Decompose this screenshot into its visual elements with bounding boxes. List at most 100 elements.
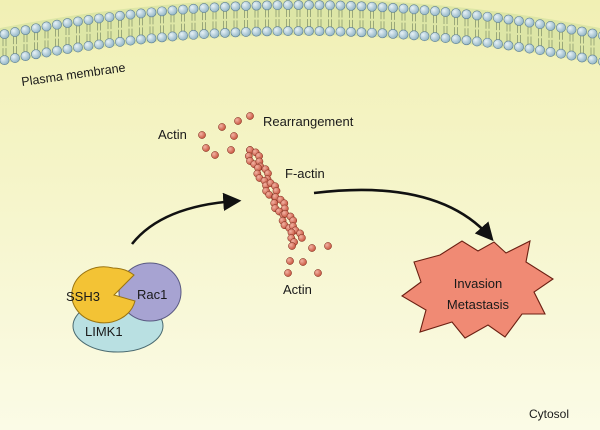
lipid-head-outer — [272, 0, 283, 11]
lipid-head-outer — [304, 0, 314, 10]
lipid-head-inner — [356, 27, 367, 38]
lipid-head-inner — [535, 45, 545, 56]
lipid-tail-pair — [548, 29, 553, 48]
lipid-head-inner — [199, 29, 209, 39]
lipid-head-inner — [451, 34, 461, 45]
lipid-head-outer — [157, 6, 167, 17]
lipid-head-inner — [493, 39, 503, 49]
lipid-tail-pair — [443, 16, 448, 35]
lipid-head-inner — [157, 32, 167, 43]
lipid-head-outer — [577, 26, 587, 37]
lipid-head-outer — [514, 16, 524, 26]
lipid-head-outer — [325, 0, 335, 11]
lipid-head-inner — [440, 33, 451, 43]
lipid-head-inner — [10, 53, 20, 63]
metastasis-label: Metastasis — [447, 297, 510, 312]
lipid-head-inner — [104, 38, 115, 48]
lipid-head-inner — [388, 28, 398, 39]
actin-monomer — [308, 244, 316, 252]
lipid-head-outer — [419, 5, 430, 16]
actin-label-bottom: Actin — [283, 282, 312, 297]
lipid-head-outer — [220, 1, 230, 12]
lipid-tail-pair — [475, 19, 479, 38]
lipid-head-inner — [409, 30, 419, 41]
lipid-head-outer — [41, 21, 52, 32]
lipid-head-inner — [472, 36, 482, 47]
lipid-tail-pair — [170, 14, 175, 33]
lipid-head-outer — [335, 0, 346, 11]
lipid-head-outer — [136, 8, 146, 19]
lipid-head-outer — [115, 10, 125, 21]
lipid-head-inner — [73, 42, 83, 53]
lipid-head-inner — [52, 45, 62, 56]
lipid-tail-pair — [317, 9, 322, 28]
lipid-tail-pair — [538, 28, 542, 47]
actin-monomer — [234, 117, 242, 125]
f-actin-filament — [244, 146, 306, 246]
lipid-tail-pair — [23, 34, 28, 53]
lipid-head-inner — [115, 36, 125, 47]
lipid-head-outer — [314, 0, 325, 11]
lipid-head-outer — [556, 22, 566, 33]
lipid-tail-pair — [286, 9, 290, 28]
actin-label-left: Actin — [158, 127, 187, 142]
lipid-head-outer — [451, 8, 461, 19]
lipid-head-outer — [377, 2, 388, 13]
lipid-head-outer — [10, 27, 20, 37]
lipid-tail-pair — [107, 21, 112, 40]
f-actin-subunit — [298, 234, 306, 242]
lipid-head-inner — [209, 28, 220, 39]
lipid-tail-pair — [380, 11, 385, 30]
lipid-head-outer — [388, 2, 398, 13]
lipid-head-inner — [251, 26, 262, 37]
lipid-head-inner — [524, 43, 535, 54]
lipid-tail-pair — [44, 30, 49, 49]
actin-monomer — [314, 269, 322, 277]
lipid-head-inner — [346, 26, 356, 37]
lipid-tail-pair — [254, 9, 259, 28]
lipid-head-outer — [52, 19, 62, 30]
lipid-head-inner — [482, 37, 493, 48]
lipid-head-outer — [167, 5, 178, 16]
lipid-head-inner — [167, 31, 178, 42]
lipid-tail-pair — [569, 33, 574, 52]
lipid-head-inner — [419, 31, 430, 42]
lipid-tail-pair — [2, 38, 7, 57]
rearrangement-label: Rearrangement — [263, 114, 354, 129]
lipid-tail-pair — [349, 9, 353, 28]
lipid-head-outer — [262, 0, 272, 11]
lipid-head-outer — [535, 19, 545, 30]
lipid-tail-pair — [307, 9, 311, 28]
lipid-tail-pair — [181, 13, 185, 32]
lipid-tail-pair — [139, 17, 143, 36]
cytosol-label: Cytosol — [529, 407, 569, 421]
actin-monomer — [288, 242, 296, 250]
outcome-arrow — [313, 188, 494, 242]
lipid-tail-pair — [65, 27, 70, 46]
lipid-head-inner — [272, 26, 283, 37]
lipid-tail-pair — [370, 10, 374, 29]
lipid-head-outer — [178, 4, 188, 15]
lipid-head-outer — [31, 23, 41, 34]
lipid-tail-pair — [506, 23, 511, 42]
actin-monomer — [246, 112, 254, 120]
lipid-tails — [2, 9, 595, 57]
lipid-head-outer — [73, 16, 83, 27]
lipid-head-outer — [524, 17, 535, 28]
actin-monomer — [211, 151, 219, 159]
lipid-head-inner — [41, 47, 52, 58]
lipid-tail-pair — [233, 10, 238, 29]
lipid-head-outer — [241, 1, 251, 11]
lipid-heads — [0, 0, 600, 66]
actin-monomer — [198, 131, 206, 139]
lipid-tail-pair — [517, 24, 521, 43]
lipid-head-outer — [566, 24, 577, 35]
lipid-head-outer — [398, 3, 409, 14]
lipid-head-inner — [430, 32, 440, 42]
lipid-tail-pair — [191, 12, 196, 31]
lipid-head-inner — [31, 49, 41, 60]
lipid-head-outer — [461, 9, 472, 20]
lipid-head-outer — [346, 0, 356, 11]
lipid-head-inner — [503, 40, 514, 51]
lipid-tail-pair — [275, 9, 280, 28]
